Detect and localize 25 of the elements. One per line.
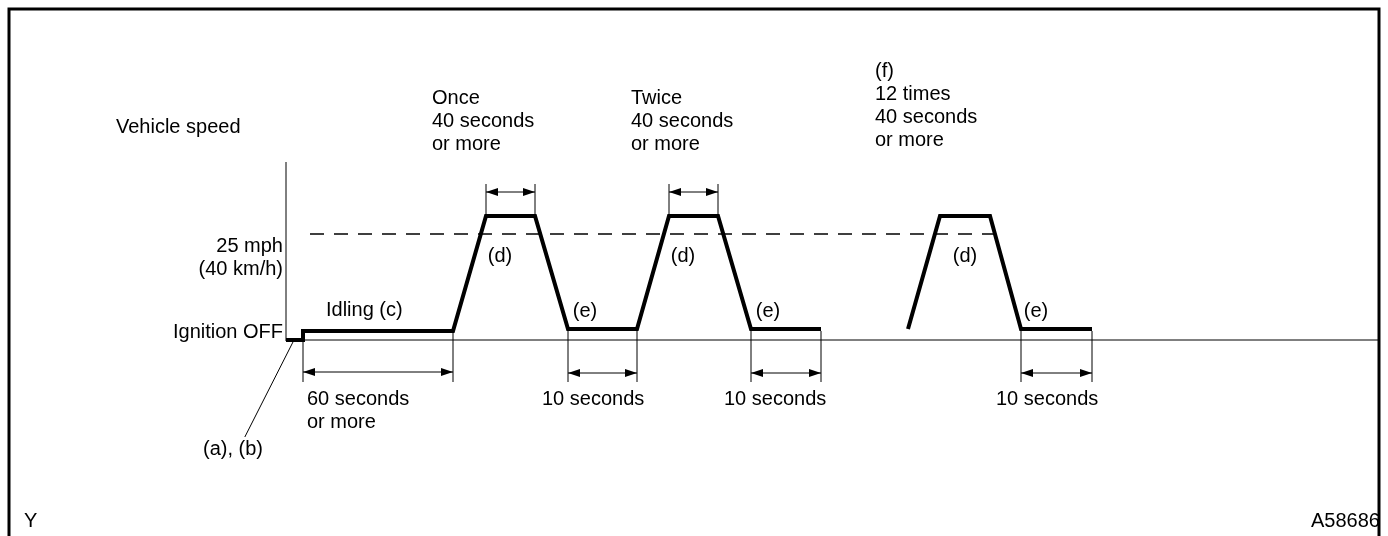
annotation-text: Twice xyxy=(631,86,684,109)
dimension-label: 60 seconds or more xyxy=(307,387,411,433)
dimension-label: 10 seconds xyxy=(724,387,828,410)
speed-trace xyxy=(286,214,821,342)
callout-text: (a), (b) xyxy=(203,437,275,460)
annotation-text: 40 seconds or more xyxy=(432,109,536,155)
annotation-text: 40 seconds or more xyxy=(875,105,979,151)
callout-letter: (d) xyxy=(486,244,514,267)
axis-label: Vehicle speed xyxy=(116,115,242,138)
figure-code: A58686 xyxy=(1310,509,1380,532)
annotation-text: (f) xyxy=(875,59,895,82)
callout-letter: (e) xyxy=(754,299,782,322)
annotation-text: Once xyxy=(432,86,481,109)
callout-letter: (d) xyxy=(951,244,979,267)
annotation-text: Idling (c) xyxy=(326,298,404,321)
annotation-text: 40 seconds or more xyxy=(631,109,735,155)
axis-label: Ignition OFF xyxy=(171,320,283,343)
callout-letter: (d) xyxy=(669,244,697,267)
axis-label: 25 mph (40 km/h) xyxy=(197,234,283,280)
dimension-label: 10 seconds xyxy=(542,387,646,410)
figure-code: Y xyxy=(24,509,39,532)
callout-letter: (e) xyxy=(571,299,599,322)
callout-letter: (e) xyxy=(1022,299,1050,322)
dimension-label: 10 seconds xyxy=(996,387,1100,410)
annotation-text: 12 times xyxy=(875,82,952,105)
